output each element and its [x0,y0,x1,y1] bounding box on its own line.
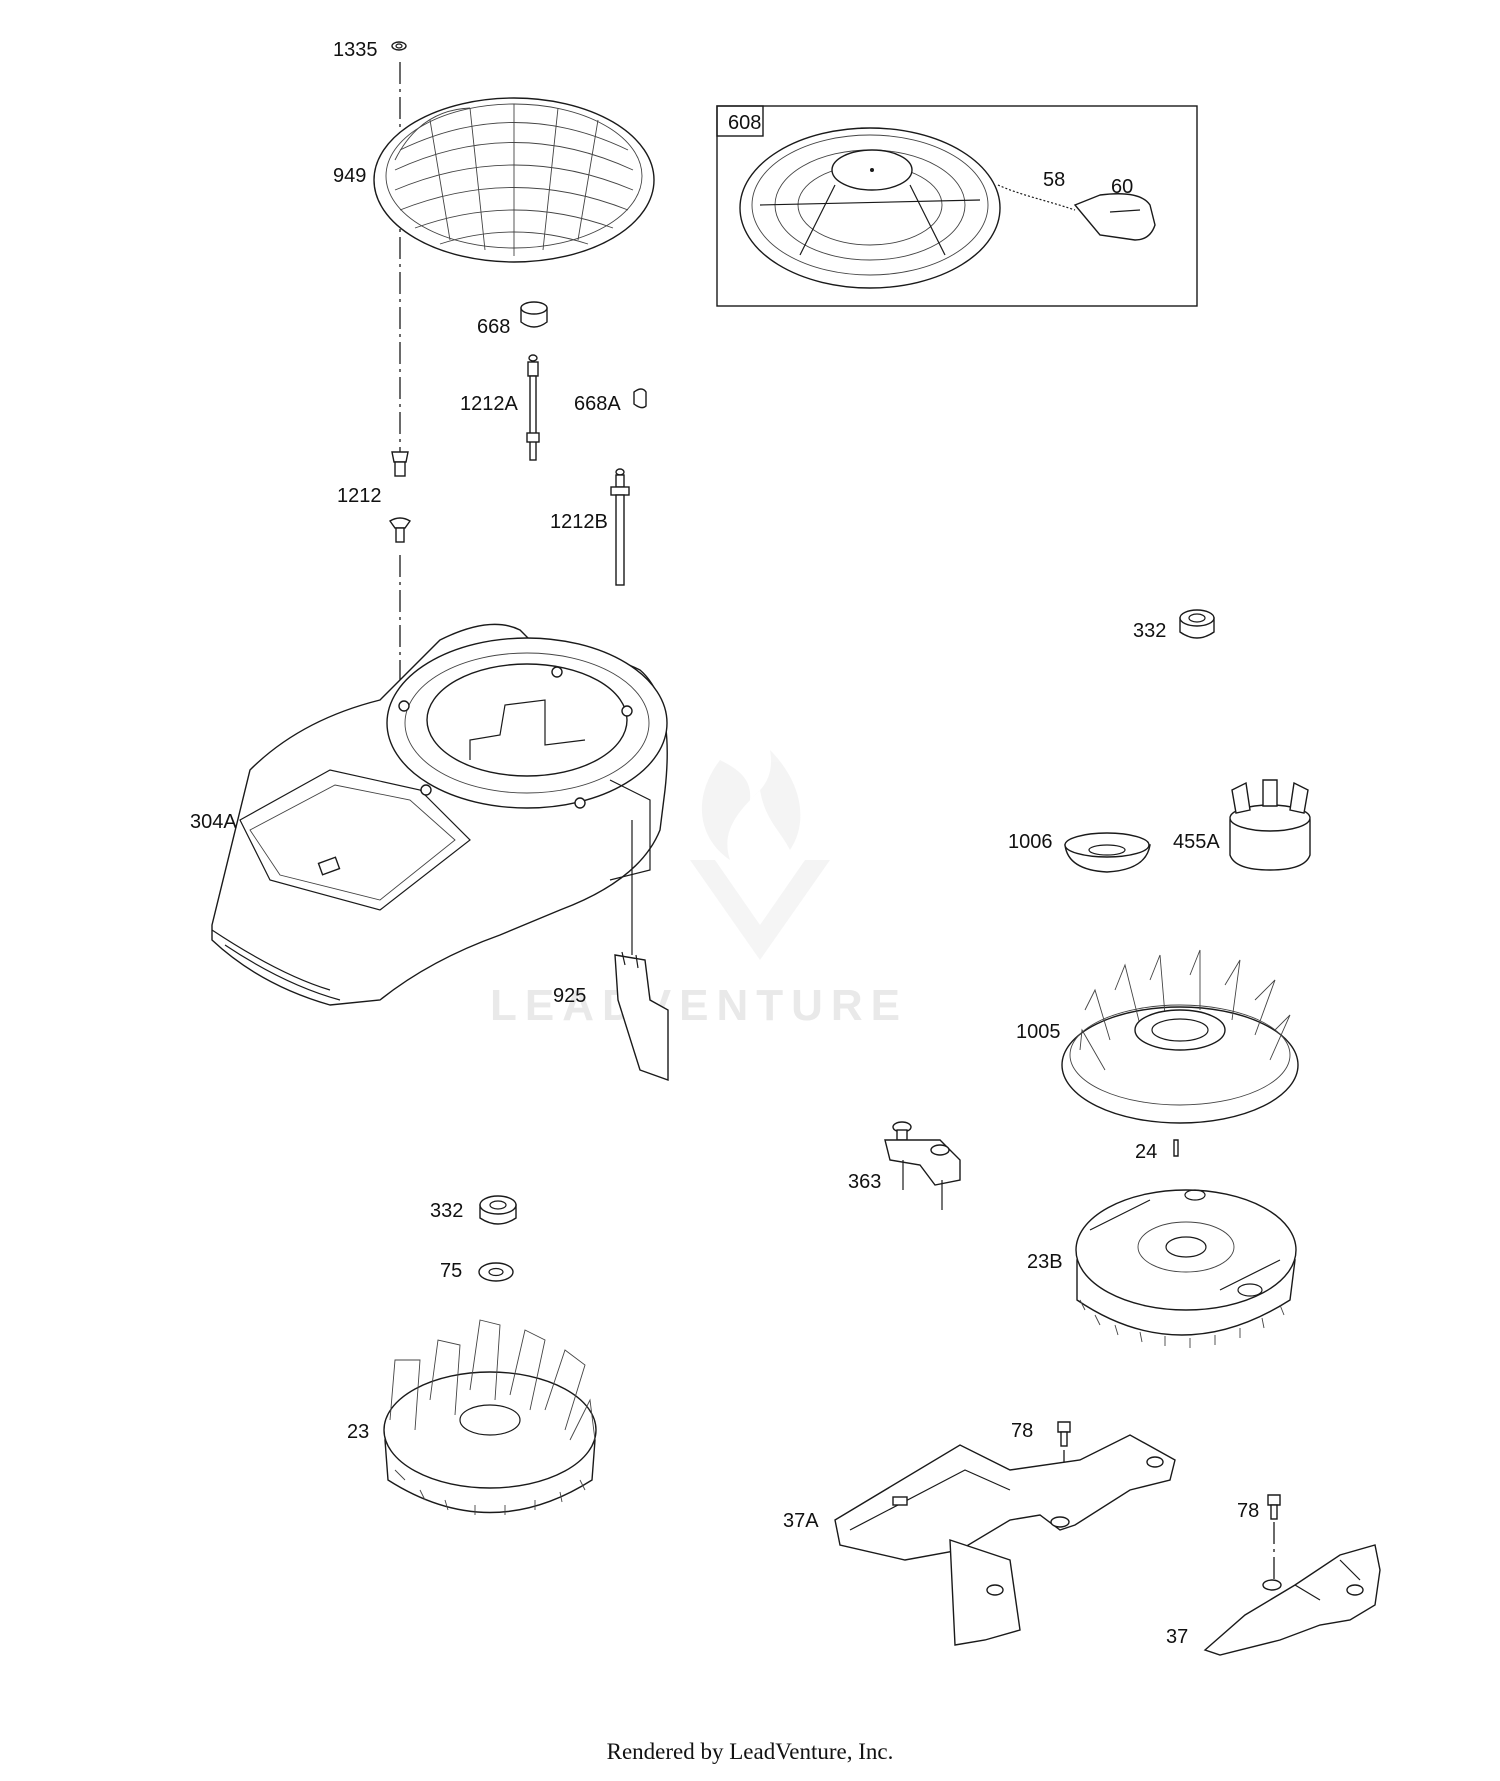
label-1005[interactable]: 1005 [1016,1021,1061,1043]
label-925[interactable]: 925 [553,985,586,1007]
label-37[interactable]: 37 [1166,1626,1188,1648]
part-668-spacer[interactable] [520,301,548,328]
part-1212A-stud[interactable] [526,354,540,461]
label-455A[interactable]: 455A [1173,831,1220,853]
part-78-screw-upper[interactable] [1057,1421,1071,1447]
label-78-upper[interactable]: 78 [1011,1420,1033,1442]
label-23[interactable]: 23 [347,1421,369,1443]
part-608-group-box [716,105,1198,307]
part-23B-flywheel[interactable] [1075,1189,1297,1348]
label-608[interactable]: 608 [728,112,761,134]
part-37-air-guide[interactable] [1203,1544,1381,1656]
label-332-lower[interactable]: 332 [430,1200,463,1222]
watermark-text: LEADVENTURE [490,981,908,1030]
part-608-rewind-starter[interactable] [739,127,1001,289]
label-60[interactable]: 60 [1111,176,1133,198]
label-75[interactable]: 75 [440,1260,462,1282]
part-23-flywheel[interactable] [383,1319,597,1515]
part-60-handle[interactable] [1073,193,1156,241]
label-23B[interactable]: 23B [1027,1251,1063,1273]
label-37A[interactable]: 37A [783,1510,819,1532]
part-332-nut-upper[interactable] [1179,609,1215,639]
part-78-screw-lower[interactable] [1267,1494,1281,1520]
part-75-washer[interactable] [478,1262,514,1282]
label-58[interactable]: 58 [1043,169,1065,191]
part-668A-clip[interactable] [633,388,647,409]
part-1212-screw[interactable] [388,451,412,543]
label-304A[interactable]: 304A [190,811,237,833]
label-332-upper[interactable]: 332 [1133,620,1166,642]
label-668[interactable]: 668 [477,316,510,338]
part-24-key[interactable] [1173,1139,1179,1157]
label-1212B[interactable]: 1212B [550,511,608,533]
label-1335[interactable]: 1335 [333,39,378,61]
label-24[interactable]: 24 [1135,1141,1157,1163]
watermark-logo [690,750,830,960]
part-304A-blower-housing[interactable] [211,623,668,1006]
label-363[interactable]: 363 [848,1171,881,1193]
part-37A-air-guide[interactable] [834,1434,1176,1646]
part-332-nut-lower[interactable] [479,1195,517,1225]
label-1006[interactable]: 1006 [1008,831,1053,853]
label-78-lower[interactable]: 78 [1237,1500,1259,1522]
part-58-rope[interactable] [997,184,1076,211]
part-1006-cup[interactable] [1064,832,1151,873]
label-1212A[interactable]: 1212A [460,393,518,415]
part-949-screen[interactable] [373,97,655,263]
part-925-air-guide[interactable] [614,951,669,1081]
label-949[interactable]: 949 [333,165,366,187]
part-608-tag [716,105,764,137]
footer-credit: Rendered by LeadVenture, Inc. [607,1739,894,1764]
part-455A-starter-cup[interactable] [1229,779,1311,871]
part-363-armature[interactable] [884,1121,961,1210]
part-1212B-stud[interactable] [610,468,630,586]
label-668A[interactable]: 668A [574,393,621,415]
part-1335-nut[interactable] [391,41,407,51]
label-1212[interactable]: 1212 [337,485,382,507]
part-1005-fan[interactable] [1061,949,1299,1124]
